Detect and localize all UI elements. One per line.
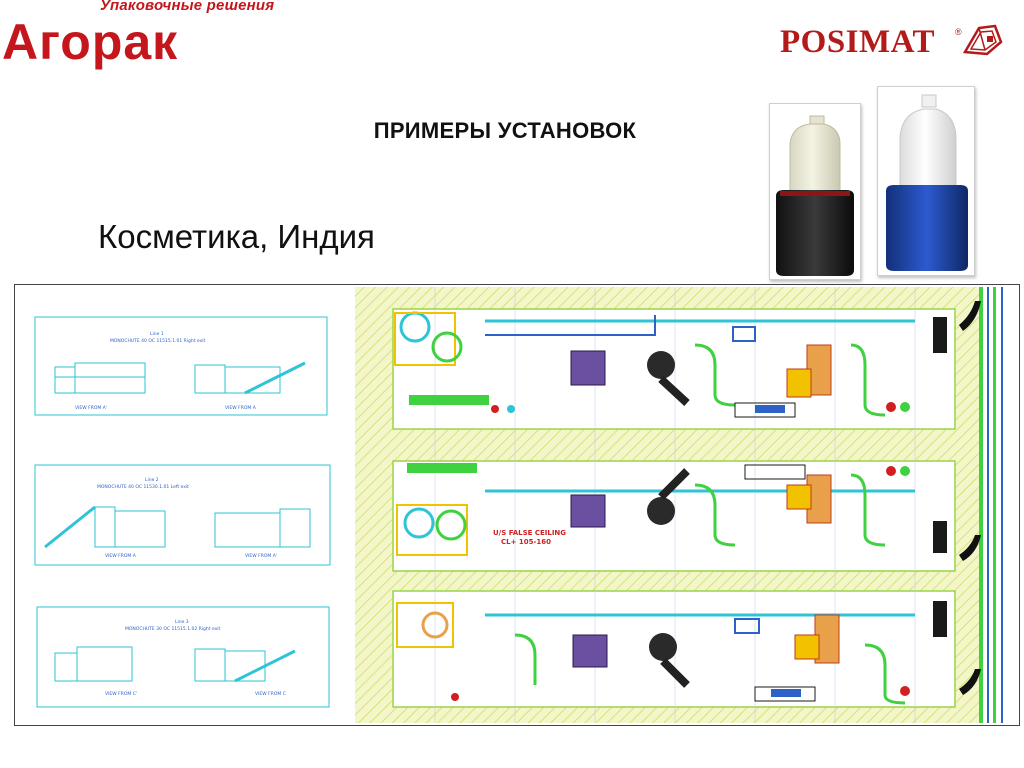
agropak-wordmark: Агорак	[2, 14, 179, 70]
elevation-line-2: Line 2 MONOCHUTE 40 OC 11530.1.01 Left e…	[34, 464, 331, 566]
plan-note-ceiling-level: CL+ 105-160	[501, 538, 551, 546]
plan-note-false-ceiling: U/S FALSE CEILING	[493, 529, 566, 537]
elevation-1-left-view: VIEW FROM A'	[75, 405, 107, 411]
elevation-1-line-label: Line 1	[150, 331, 164, 337]
elevation-3-model-label: MONOCHUTE 30 OC 11515.1.02 Right exit	[125, 626, 221, 632]
elevation-1-model-label: MONOCHUTE 40 OC 11515.1.01 Right exit	[110, 338, 206, 344]
agropak-tagline: Упаковочные решения	[100, 0, 275, 14]
slide-subtitle: Косметика, Индия	[98, 218, 375, 255]
bottle-in-black-puck-photo	[769, 103, 861, 280]
posimat-wordmark: POSIMAT	[780, 24, 936, 60]
elevation-3-right-view: VIEW FROM C	[255, 691, 286, 697]
elevation-1-right-view: VIEW FROM A	[225, 405, 257, 411]
layout-drawing-canvas: Line 1 MONOCHUTE 40 OC 11515.1.01 Right …	[34, 287, 1003, 723]
posimat-machine-icon	[963, 24, 1003, 56]
elevation-2-line-label: Line 2	[145, 477, 159, 483]
elevation-line-1: Line 1 MONOCHUTE 40 OC 11515.1.01 Right …	[34, 316, 328, 416]
posimat-logo: POSIMAT ®	[780, 18, 1005, 63]
installation-layout-drawing: Line 1 MONOCHUTE 40 OC 11515.1.01 Right …	[14, 284, 1020, 726]
agropak-logo: Упаковочные решения Агорак	[0, 0, 274, 72]
slide-title: ПРИМЕРЫ УСТАНОВОК	[373, 118, 637, 143]
elevation-line-3: Line 3 MONOCHUTE 30 OC 11515.1.02 Right …	[36, 606, 330, 708]
bottle-black-puck-illustration	[776, 115, 854, 276]
elevation-3-line-label: Line 3	[175, 619, 189, 625]
elevation-2-model-label: MONOCHUTE 40 OC 11530.1.01 Left exit	[97, 484, 189, 490]
bottle-in-blue-puck-photo	[877, 86, 975, 276]
elevation-2-left-view: VIEW FROM A	[105, 553, 137, 559]
plan-line-3	[396, 602, 915, 705]
plan-view: U/S FALSE CEILING CL+ 105-160	[355, 287, 1003, 723]
bottle-blue-puck-illustration	[886, 94, 968, 271]
posimat-registered-mark: ®	[955, 27, 962, 37]
elevation-3-left-view: VIEW FROM C'	[105, 691, 137, 697]
elevation-2-right-view: VIEW FROM A'	[245, 553, 277, 559]
plan-line-2: U/S FALSE CEILING CL+ 105-160	[396, 463, 915, 556]
plan-line-1	[394, 311, 915, 418]
